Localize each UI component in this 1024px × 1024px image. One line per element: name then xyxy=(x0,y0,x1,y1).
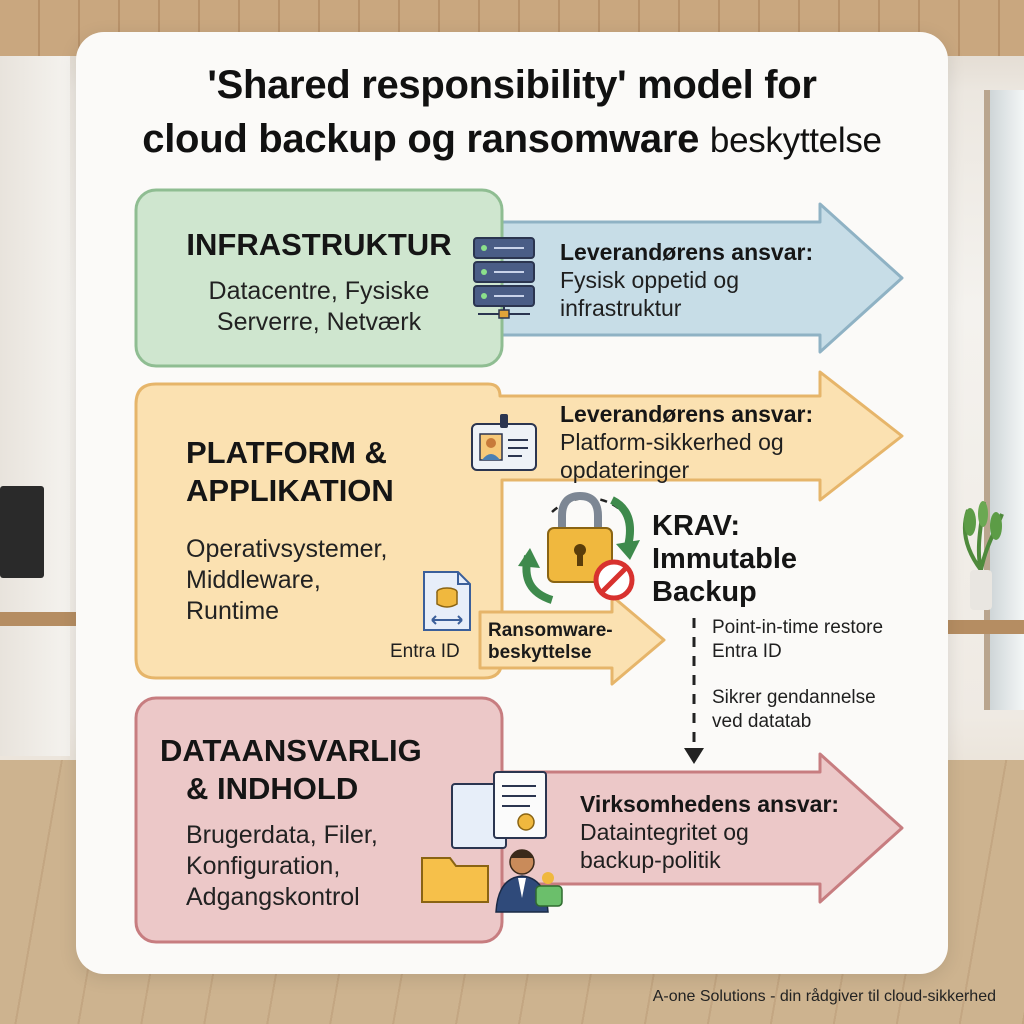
ransomware-arrow xyxy=(478,594,666,686)
database-file-icon xyxy=(423,571,471,631)
title-line-2: cloud backup og ransomware beskyttelse xyxy=(76,112,948,168)
documents-folder-user-icon xyxy=(421,771,563,913)
id-badge-icon xyxy=(471,414,537,471)
entra-id-label: Entra ID xyxy=(390,641,460,662)
requirement-title-line-2: Immutable xyxy=(652,543,798,575)
data-responsibility-title: Virksomhedens ansvar: xyxy=(580,791,840,817)
background-wall xyxy=(0,56,70,756)
platform-details: Operativsystemer, Middleware, Runtime xyxy=(186,534,426,627)
platform-responsibility-line-1: Platform-sikkerhed og xyxy=(560,429,784,455)
infrastructure-details: Datacentre, Fysiske Serverre, Netværk xyxy=(136,276,502,338)
platform-responsibility-title: Leverandørens ansvar: xyxy=(560,401,814,427)
data-details: Brugerdata, Filer, Konfiguration, Adgang… xyxy=(186,820,446,913)
background-desk-left xyxy=(0,612,80,626)
requirement-note-2-line-1: Sikrer gendannelse xyxy=(712,687,876,708)
data-detail-3: Adgangskontrol xyxy=(186,883,360,911)
data-responsibility-line-2: backup-politik xyxy=(580,847,721,873)
data-responsibility-arrow xyxy=(488,752,904,904)
data-heading-line-2: & INDHOLD xyxy=(186,771,359,806)
platform-detail-3: Runtime xyxy=(186,597,280,625)
infrastructure-responsibility-arrow xyxy=(488,202,904,354)
requirement-note-2: Sikrer gendannelse ved datatab xyxy=(712,686,932,734)
title-line-2a: cloud backup og ransomware xyxy=(142,117,700,161)
ransomware-label: Ransomware- beskyttelse xyxy=(488,620,613,664)
page-title: 'Shared responsibility' model for cloud … xyxy=(76,58,948,168)
platform-detail-2: Middleware, xyxy=(186,566,321,594)
requirement-title-line-1: KRAV: xyxy=(652,510,741,542)
infrastructure-responsibility-title: Leverandørens ansvar: xyxy=(560,239,814,265)
infrastructure-responsibility-line-2: infrastruktur xyxy=(560,295,682,321)
requirement-note-1: Point-in-time restore Entra ID xyxy=(712,616,932,664)
data-responsibility: Virksomhedens ansvar: Dataintegritet og … xyxy=(580,790,860,874)
infrastructure-detail-1: Datacentre, Fysiske xyxy=(208,277,430,305)
data-responsibility-line-1: Dataintegritet og xyxy=(580,819,749,845)
ransomware-label-line-2: beskyttelse xyxy=(488,642,592,663)
data-detail-1: Brugerdata, Filer, xyxy=(186,821,378,849)
infrastructure-heading: INFRASTRUKTUR xyxy=(186,227,452,262)
platform-responsibility-line-2: opdateringer xyxy=(560,457,690,483)
data-detail-2: Konfiguration, xyxy=(186,852,341,880)
requirement-note-1-line-2: Entra ID xyxy=(712,641,782,662)
data-heading-line-1: DATAANSVARLIG xyxy=(160,733,422,768)
requirement-title: KRAV: Immutable Backup xyxy=(652,510,797,609)
background-monitor xyxy=(0,486,44,578)
platform-responsibility: Leverandørens ansvar: Platform-sikkerhed… xyxy=(560,400,840,484)
server-icon xyxy=(473,237,535,319)
infrastructure-responsibility: Leverandørens ansvar: Fysisk oppetid og … xyxy=(560,238,840,322)
lock-cycle-icon xyxy=(518,491,640,604)
platform-detail-1: Operativsystemer, xyxy=(186,535,388,563)
background-plant-icon xyxy=(962,501,1004,610)
infrastructure-detail-2: Serverre, Netværk xyxy=(216,308,422,336)
platform-box-and-arrow xyxy=(134,370,904,680)
requirement-title-line-3: Backup xyxy=(652,576,757,608)
background-desk-right xyxy=(944,620,1024,634)
requirement-note-2-line-2: ved datatab xyxy=(712,711,812,732)
platform-heading: PLATFORM & APPLIKATION xyxy=(186,434,486,510)
ransomware-label-line-1: Ransomware- xyxy=(488,620,613,641)
requirement-note-1-line-1: Point-in-time restore xyxy=(712,617,884,638)
title-line-1: 'Shared responsibility' model for xyxy=(207,63,817,107)
connector-arrowhead xyxy=(684,748,704,764)
platform-heading-line-2: APPLIKATION xyxy=(186,473,394,508)
footer-credit: A-one Solutions - din rådgiver til cloud… xyxy=(652,988,996,1005)
infrastructure-responsibility-line-1: Fysisk oppetid og xyxy=(560,267,739,293)
data-heading: DATAANSVARLIG & INDHOLD xyxy=(160,732,480,808)
platform-heading-line-1: PLATFORM & xyxy=(186,435,387,470)
title-line-2b: beskyttelse xyxy=(709,121,882,160)
